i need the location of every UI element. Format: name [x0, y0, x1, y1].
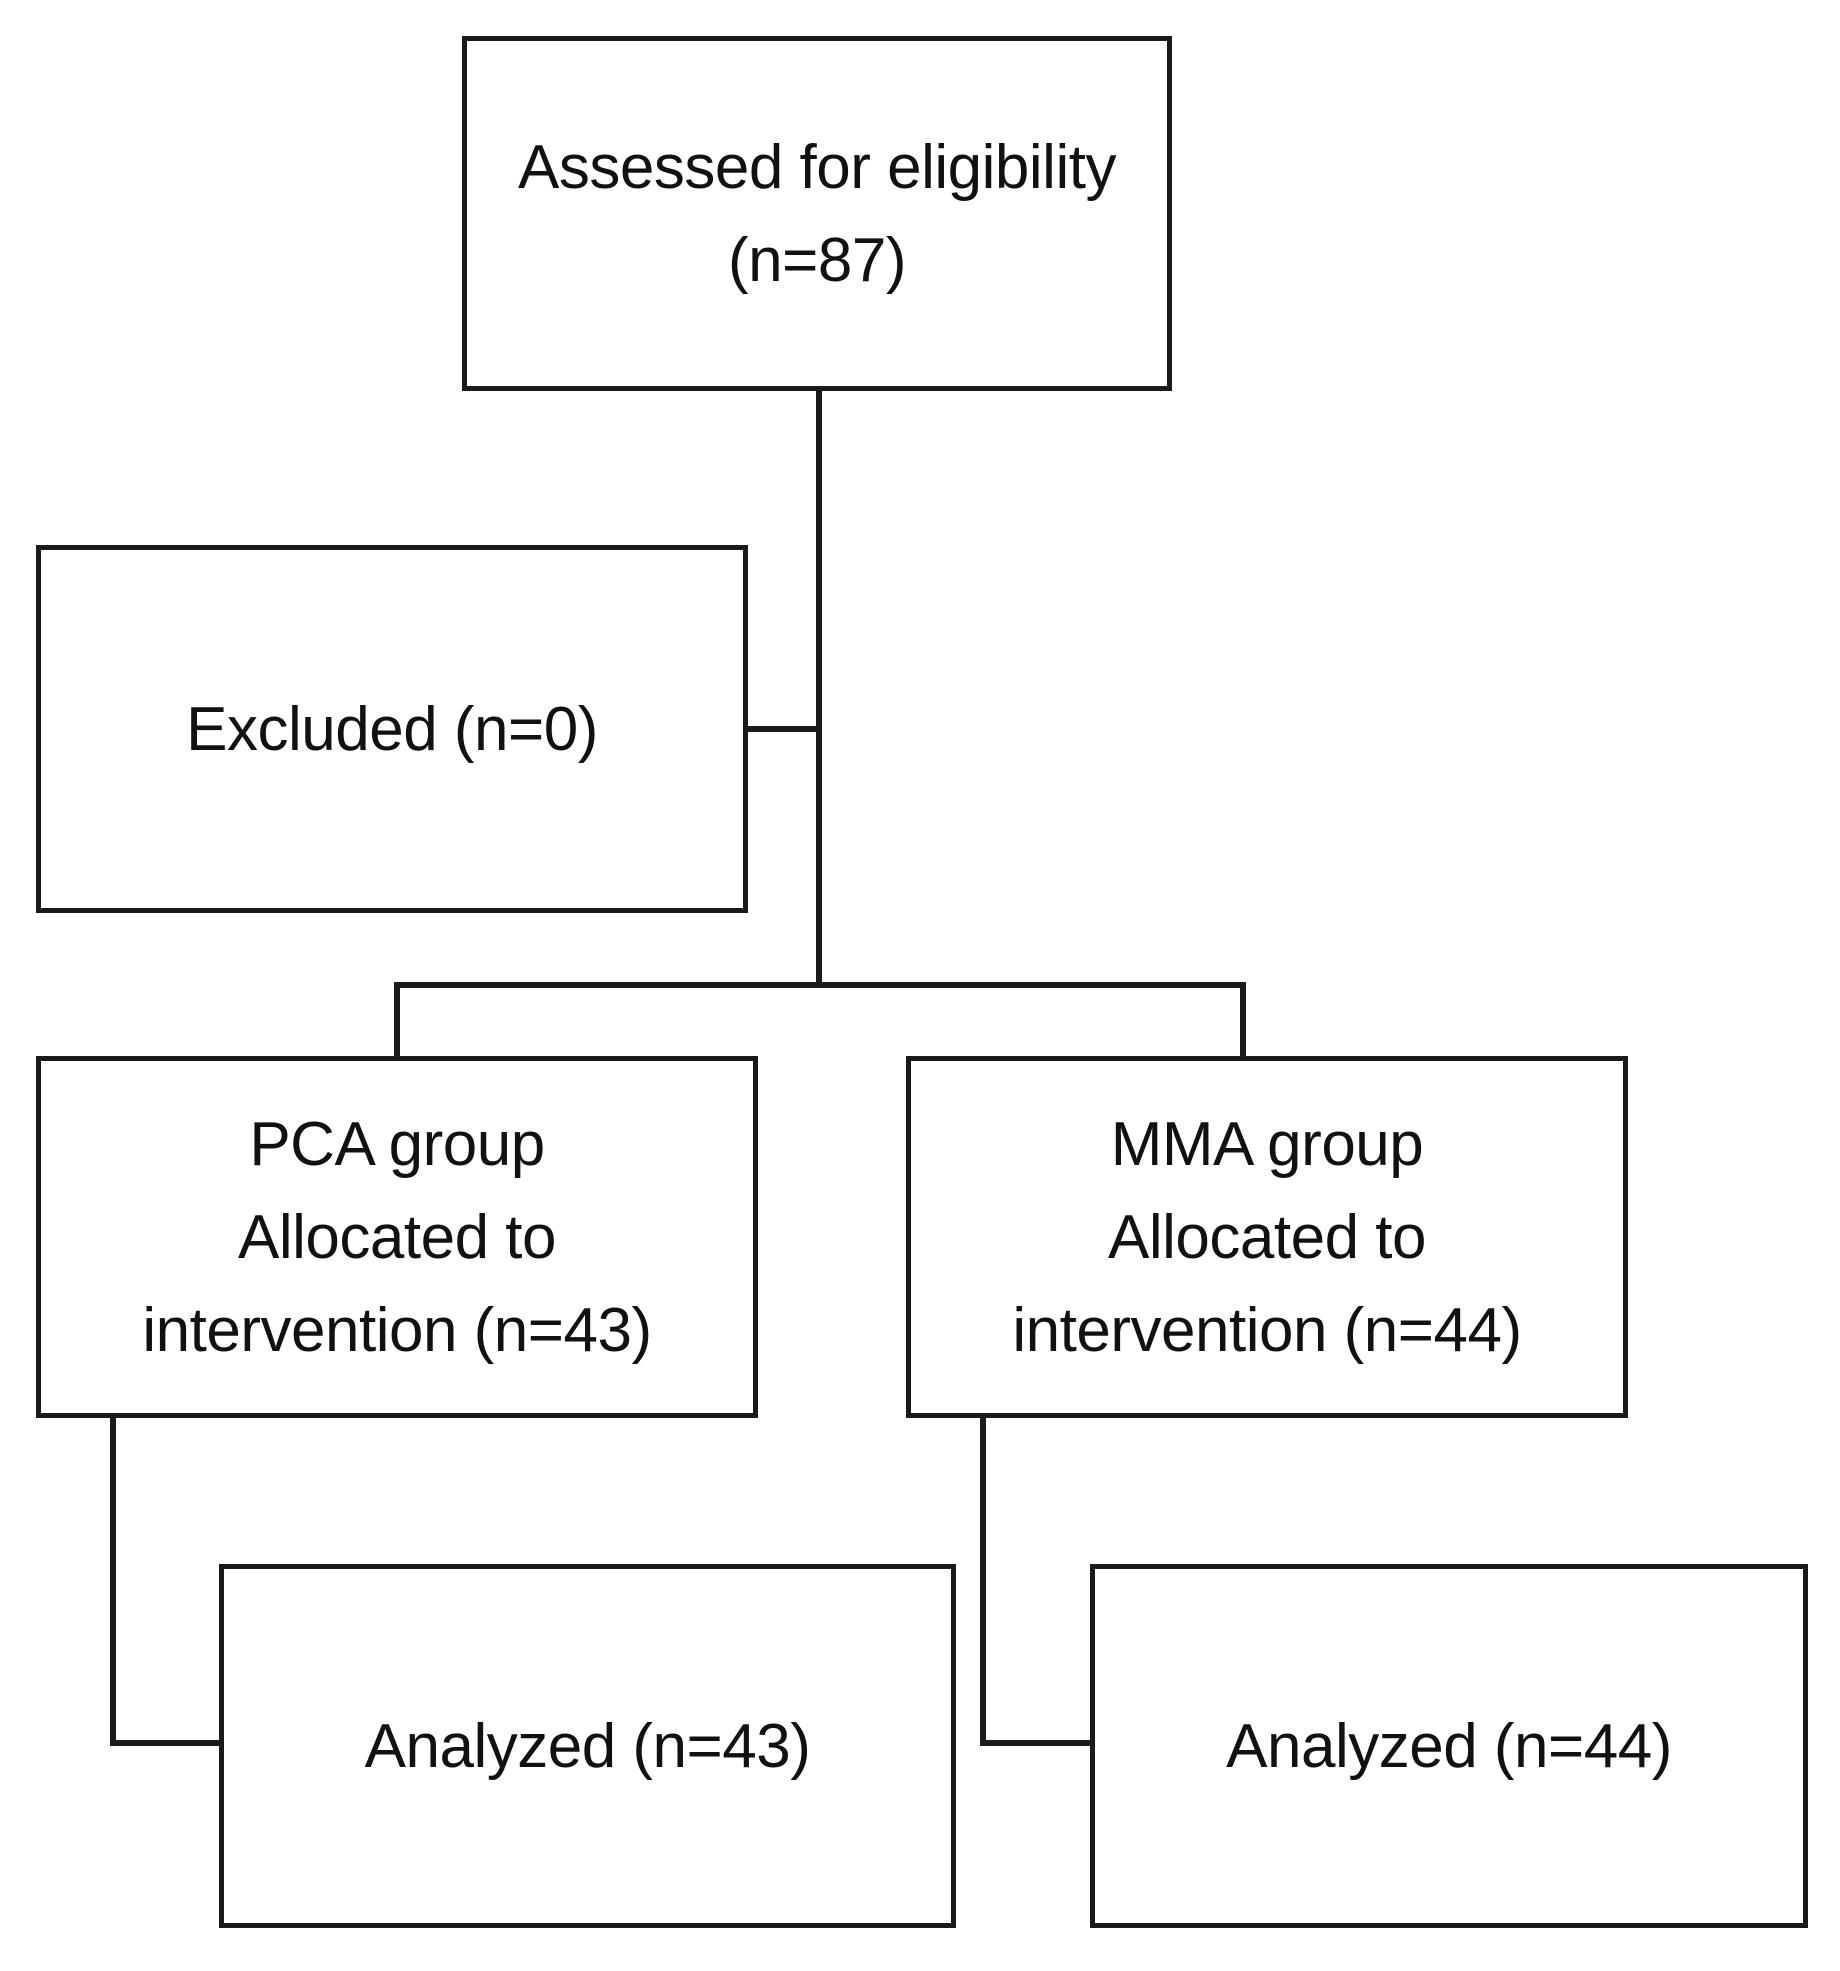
- pca-group-line-2: Allocated to: [238, 1202, 557, 1272]
- connector-split-drop-left-to-pca: [394, 982, 400, 1060]
- excluded-line-1: Excluded (n=0): [186, 694, 598, 764]
- connector-pca-to-analyzed-right: [110, 1740, 225, 1746]
- connector-pca-to-analyzed-down: [110, 1414, 116, 1746]
- node-analyzed-pca: Analyzed (n=43): [219, 1564, 956, 1928]
- node-analyzed-mma: Analyzed (n=44): [1090, 1564, 1808, 1928]
- pca-group-line-1: PCA group: [249, 1109, 545, 1179]
- analyzed-pca-line-1: Analyzed (n=43): [364, 1711, 811, 1781]
- node-mma-group-allocation: MMA group Allocated to intervention (n=4…: [906, 1056, 1628, 1418]
- mma-group-line-1: MMA group: [1110, 1109, 1424, 1179]
- connector-trunk-assessed-to-split: [816, 388, 822, 988]
- node-assessed-for-eligibility: Assessed for eligibility (n=87): [462, 36, 1172, 391]
- node-pca-group-allocation: PCA group Allocated to intervention (n=4…: [36, 1056, 758, 1418]
- assessed-line-1: Assessed for eligibility: [518, 132, 1116, 202]
- analyzed-mma-line-1: Analyzed (n=44): [1226, 1711, 1672, 1781]
- connector-mma-to-analyzed-right: [980, 1740, 1095, 1746]
- pca-group-line-3: intervention (n=43): [142, 1295, 652, 1365]
- node-excluded: Excluded (n=0): [36, 545, 748, 913]
- connector-mma-to-analyzed-down: [980, 1414, 986, 1746]
- connector-allocation-split-bar: [394, 982, 1246, 988]
- assessed-line-2: (n=87): [728, 225, 906, 295]
- mma-group-line-3: intervention (n=44): [1012, 1295, 1522, 1365]
- connector-excluded-stub: [742, 726, 822, 732]
- connector-split-drop-right-to-mma: [1240, 982, 1246, 1060]
- mma-group-line-2: Allocated to: [1108, 1202, 1427, 1272]
